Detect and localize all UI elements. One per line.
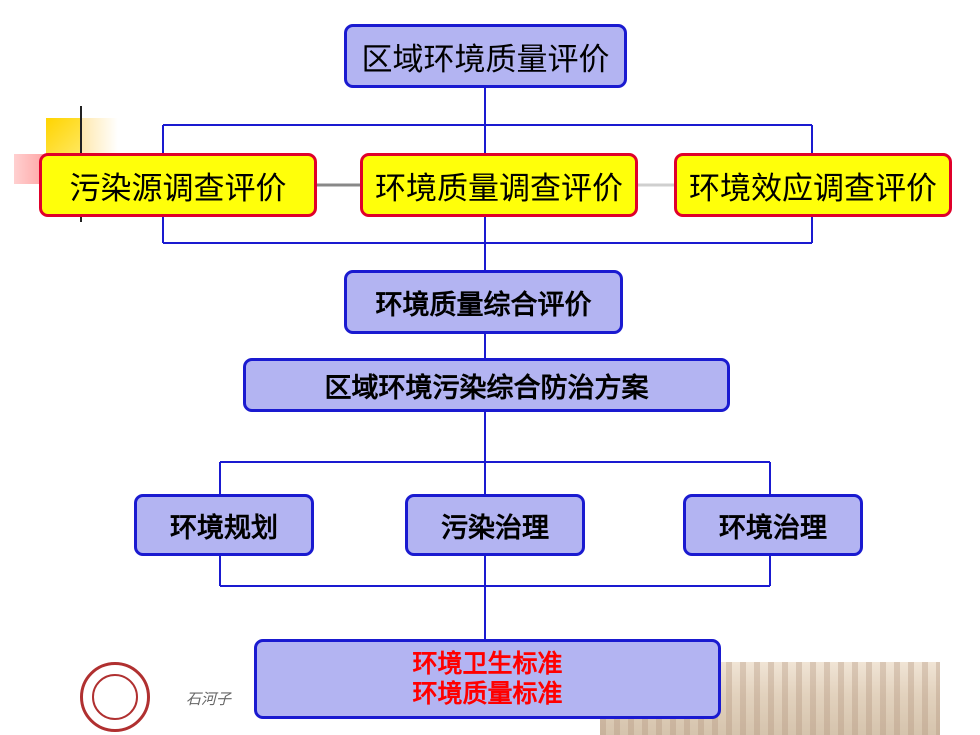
survey-node-environmental-quality: 环境质量调查评价 (360, 153, 638, 217)
root-node-label: 区域环境质量评价 (361, 41, 610, 78)
standards-hygiene-label: 环境卫生标准 (412, 649, 563, 678)
university-seal-inner-ring (92, 674, 138, 720)
survey-node-label: 污染源调查评价 (69, 170, 287, 207)
action-node-label: 污染治理 (441, 512, 549, 544)
comprehensive-evaluation-label: 环境质量综合评价 (375, 289, 592, 321)
orange-accent-square (82, 118, 118, 154)
yellow-accent-square (46, 118, 82, 154)
action-node-pollution-control: 污染治理 (405, 494, 585, 556)
survey-node-pollution-source: 污染源调查评价 (39, 153, 317, 217)
comprehensive-evaluation-node: 环境质量综合评价 (344, 270, 623, 334)
prevention-plan-node: 区域环境污染综合防治方案 (243, 358, 730, 412)
prevention-plan-label: 区域环境污染综合防治方案 (324, 372, 649, 404)
action-node-label: 环境治理 (719, 512, 827, 544)
survey-node-environmental-effect: 环境效应调查评价 (674, 153, 952, 217)
university-seal-logo (80, 662, 150, 732)
root-node: 区域环境质量评价 (344, 24, 627, 88)
action-node-planning: 环境规划 (134, 494, 314, 556)
university-name-text: 石河子 (186, 690, 232, 708)
action-node-label: 环境规划 (170, 512, 278, 544)
standards-quality-label: 环境质量标准 (412, 679, 563, 708)
survey-node-label: 环境效应调查评价 (689, 170, 937, 207)
standards-node: 环境卫生标准 环境质量标准 (254, 639, 721, 719)
action-node-environmental-control: 环境治理 (683, 494, 863, 556)
survey-node-label: 环境质量调查评价 (375, 170, 623, 207)
